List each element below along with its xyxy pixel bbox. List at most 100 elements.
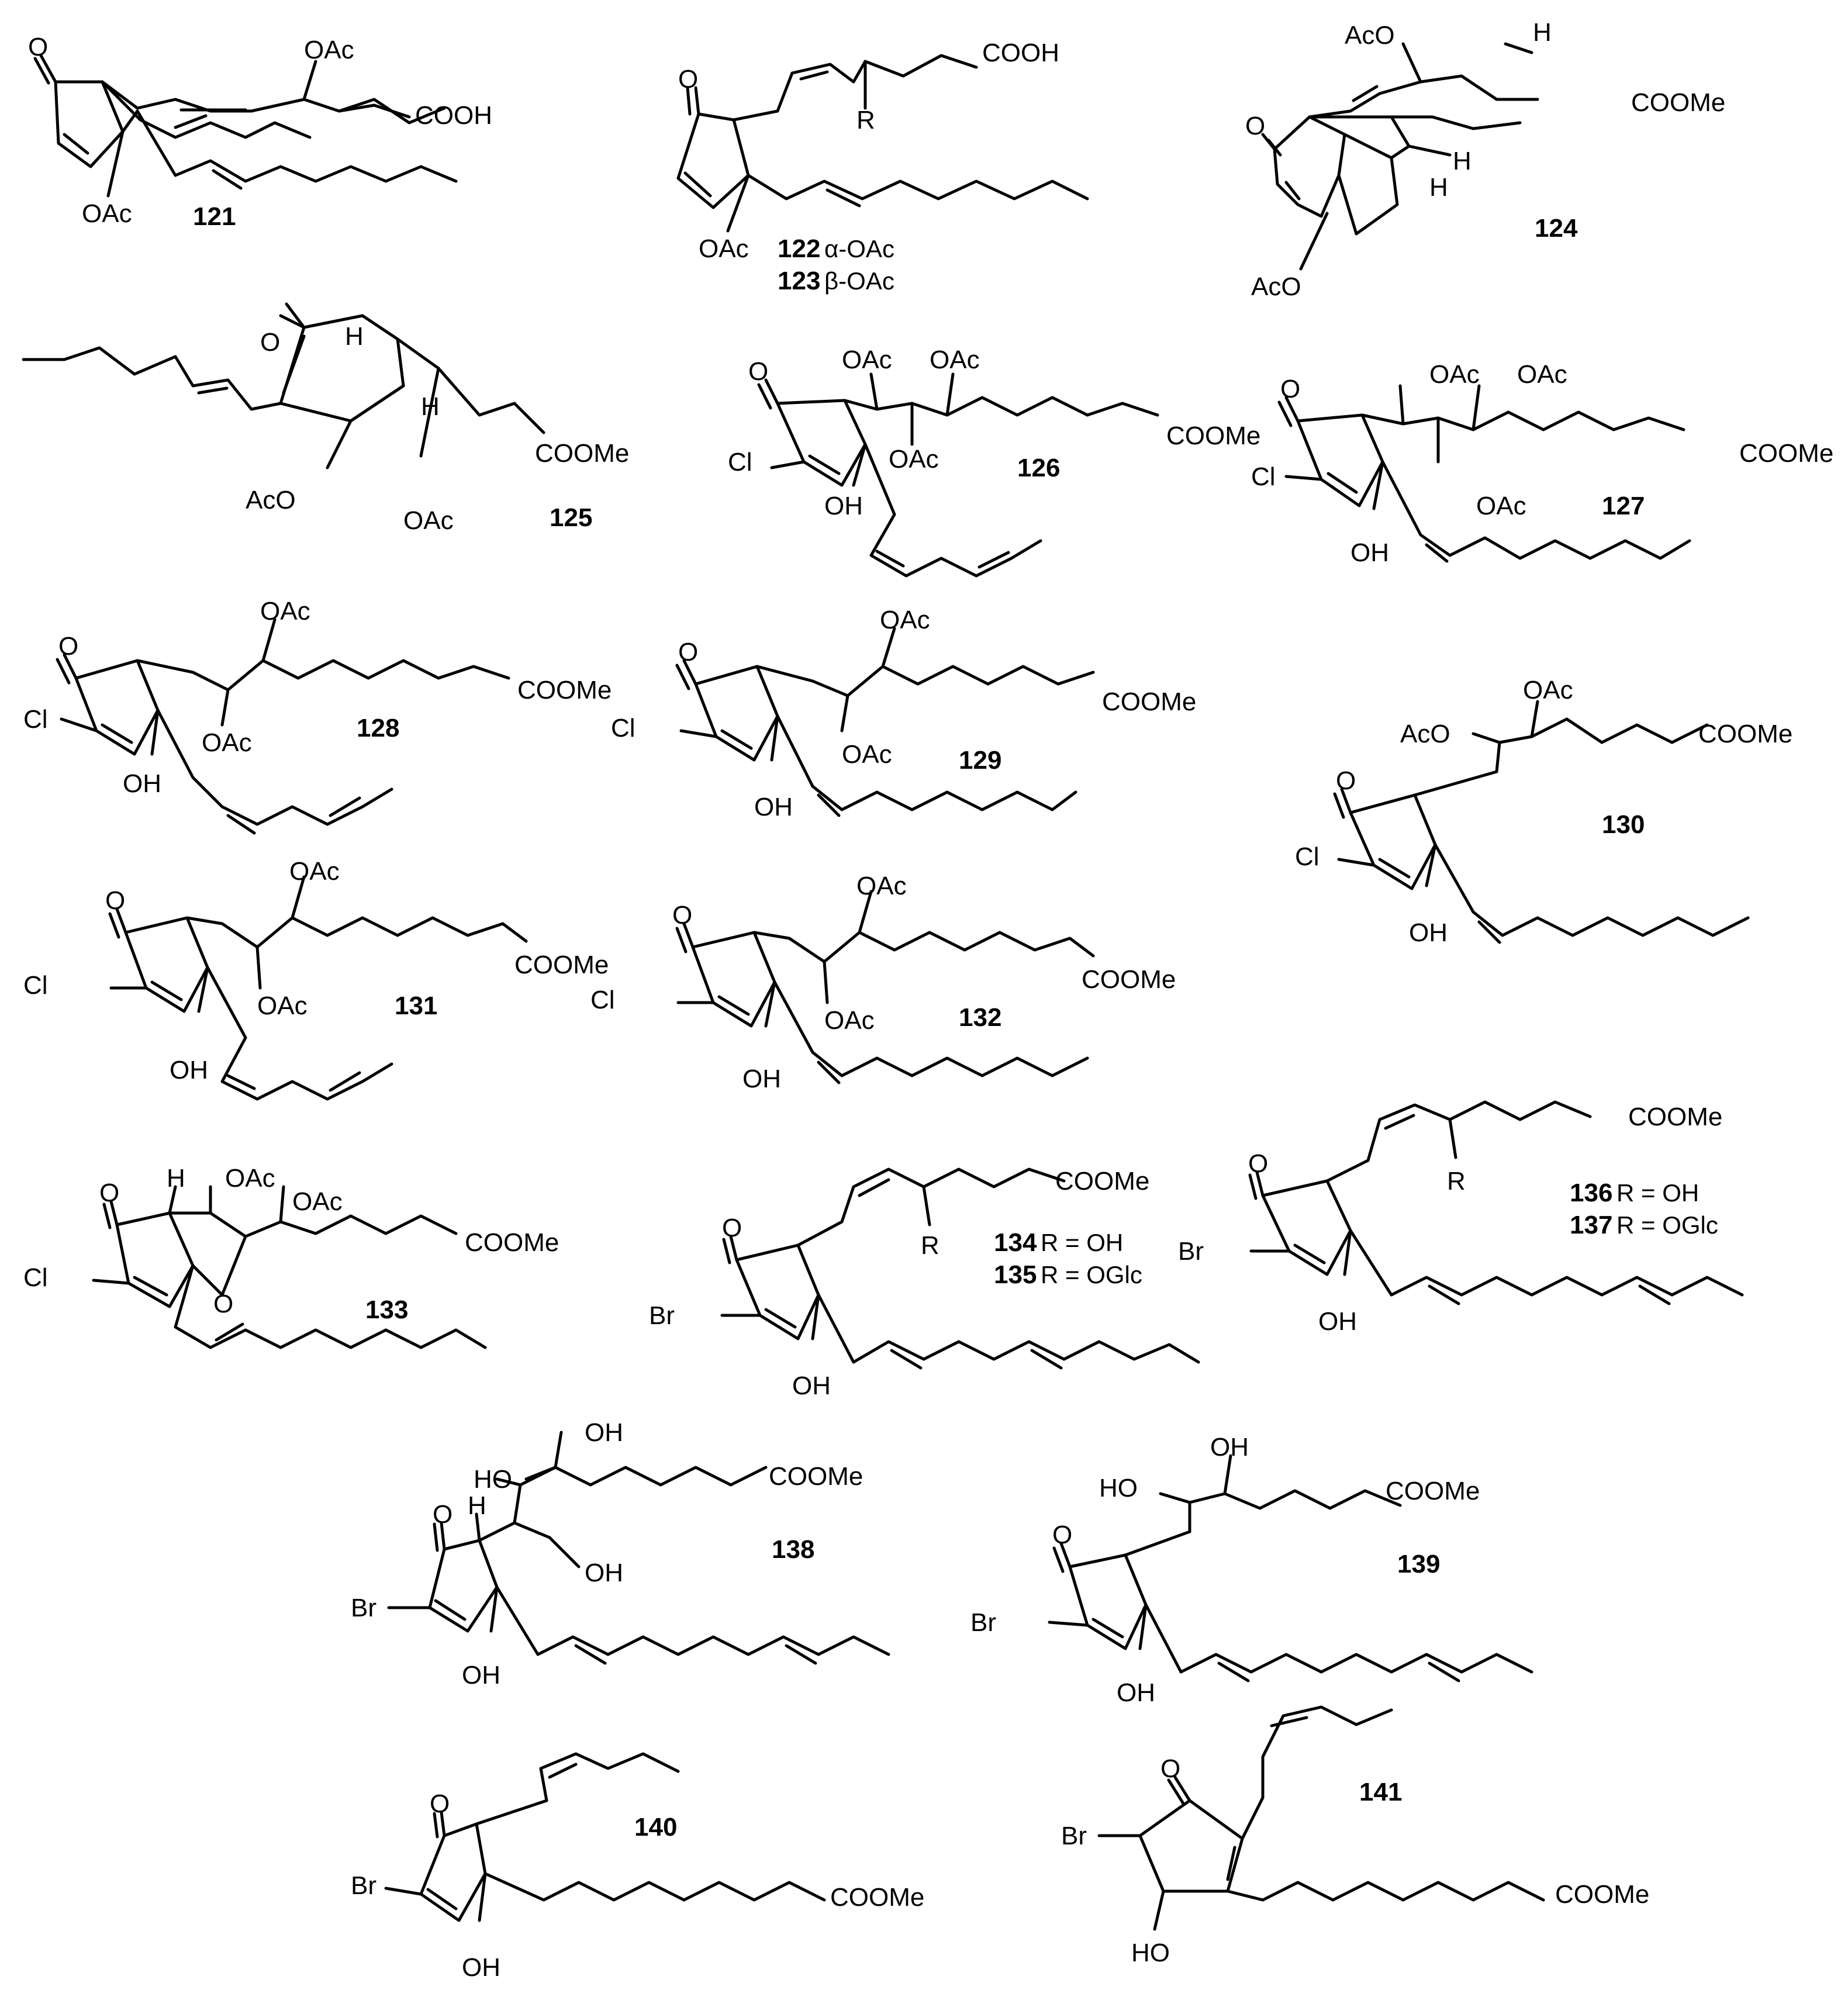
atom-coome: COOMe [769, 1462, 863, 1491]
atom-h: H [1429, 173, 1448, 202]
compound-132: O Cl OAc COOMe OAc 132 OH [590, 872, 1176, 1093]
atom-h: H [1533, 18, 1552, 47]
compound-124: O AcO H COOMe H H AcO 124 [1245, 18, 1725, 301]
compound-number: 132 [959, 1003, 1001, 1032]
compound-131: O Cl OAc COOMe OAc 131 OH [23, 857, 609, 1101]
compound-substituent: α-OAc [824, 235, 894, 262]
atom-bromine: Br [649, 1301, 675, 1330]
atom-ho: HO [1099, 1474, 1138, 1502]
atom-oh: OH [792, 1371, 831, 1400]
atom-coome: COOMe [1082, 965, 1176, 994]
compound-130: O Cl AcO OAc COOMe 130 OH [1295, 676, 1792, 947]
atom-oac: OAc [82, 199, 132, 228]
atom-oac: OAc [289, 857, 340, 886]
atom-oxygen: O [433, 1500, 452, 1529]
atom-coome: COOMe [1102, 687, 1196, 716]
atom-chlorine: Cl [590, 986, 615, 1014]
atom-oxygen: O [105, 886, 125, 915]
compound-136-137: O COOMe R 136 R = OH 137 R = OGlc Br OH [1178, 1100, 1744, 1336]
atom-h: H [421, 392, 440, 421]
atom-oxygen: O [678, 638, 698, 666]
atom-chlorine: Cl [23, 971, 48, 1000]
atom-oxygen: O [1052, 1521, 1072, 1549]
atom-oh: OH [585, 1559, 623, 1587]
atom-r: R [921, 1231, 939, 1260]
atom-oxygen: O [1248, 1149, 1268, 1178]
atom-oh: OH [1318, 1307, 1357, 1336]
atom-oac: OAc [403, 506, 454, 535]
atom-oac: OAc [202, 728, 252, 757]
atom-coome: COOMe [1555, 1880, 1649, 1909]
atom-chlorine: Cl [23, 1263, 48, 1292]
atom-oxygen: O [1160, 1754, 1180, 1783]
atom-h: H [167, 1164, 185, 1193]
atom-oac: OAc [1429, 360, 1480, 389]
compound-number: 122 [778, 234, 820, 263]
atom-coome: COOMe [1055, 1167, 1149, 1196]
compound-substituent: R = OH [1616, 1179, 1699, 1207]
compound-139: O HO OH COOMe 139 Br OH [970, 1433, 1533, 1707]
compound-substituent: R = OGlc [1041, 1261, 1142, 1288]
atom-cooh: COOH [982, 39, 1059, 67]
compound-140: O 140 Br COOMe OH [351, 1752, 924, 1982]
compound-138: O H HO OH OH COOMe 138 Br OH [351, 1418, 890, 1690]
compound-number: 121 [193, 202, 236, 231]
atom-cooh: COOH [415, 101, 492, 130]
atom-oh: OH [462, 1953, 500, 1982]
atom-oh: OH [1117, 1678, 1155, 1707]
atom-aco: AcO [1251, 272, 1301, 301]
atom-oh: OH [824, 492, 863, 520]
atom-oh: OH [170, 1056, 208, 1084]
atom-oac: OAc [225, 1164, 275, 1193]
compound-134-135: O COOMe R 134 R = OH 135 R = OGlc Br OH [649, 1167, 1200, 1400]
compound-129: O Cl OAc COOMe OAc 129 OH [611, 606, 1196, 821]
compound-number: 125 [550, 503, 592, 532]
atom-oac: OAc [880, 606, 930, 634]
compound-number: 124 [1535, 214, 1578, 243]
atom-oxygen: O [722, 1214, 742, 1242]
atom-bromine: Br [351, 1594, 376, 1622]
atom-oxygen: O [58, 632, 78, 661]
atom-chlorine: Cl [23, 705, 48, 734]
atom-chlorine: Cl [728, 448, 752, 476]
atom-coome: COOMe [1386, 1477, 1480, 1505]
atom-coome: COOMe [535, 439, 629, 468]
compound-number: 126 [1017, 454, 1060, 482]
compound-127: O Cl OAc OAc COOMe OAc 127 OH [1251, 360, 1833, 567]
compound-number: 128 [357, 714, 399, 742]
compound-number: 130 [1602, 810, 1645, 839]
compound-number: 133 [365, 1295, 408, 1324]
compound-substituent: R = OH [1041, 1229, 1123, 1256]
compound-number: 141 [1359, 1778, 1402, 1806]
compound-125: O H H COOMe AcO OAc 125 [22, 302, 629, 535]
atom-chlorine: Cl [611, 714, 635, 742]
atom-oh: OH [462, 1661, 500, 1690]
atom-oac: OAc [930, 346, 980, 374]
atom-oh: OH [742, 1065, 781, 1093]
atom-oac: OAc [699, 234, 749, 263]
atom-coome: COOMe [1166, 422, 1260, 450]
atom-oxygen: O [260, 328, 280, 357]
atom-oxygen: O [1245, 112, 1265, 140]
atom-coome: COOMe [465, 1228, 559, 1257]
atom-bromine: Br [970, 1608, 996, 1637]
atom-chlorine: Cl [1251, 462, 1276, 491]
compound-number: 129 [959, 746, 1001, 775]
compound-substituent: R = OGlc [1616, 1211, 1718, 1239]
atom-oxygen: O [28, 33, 48, 61]
compound-substituent: β-OAc [824, 267, 894, 295]
compound-121: O OAc COOH OAc 121 [28, 33, 492, 231]
atom-bromine: Br [351, 1871, 376, 1900]
atom-oac: OAc [856, 872, 907, 900]
compound-number: 134 [994, 1228, 1037, 1257]
atom-oac: OAc [304, 36, 354, 64]
compound-number: 136 [1570, 1179, 1612, 1207]
atom-oxygen: O [99, 1179, 119, 1207]
atom-r: R [1447, 1167, 1466, 1196]
compound-number: 140 [634, 1813, 677, 1842]
atom-oh: OH [1409, 918, 1448, 947]
atom-oxygen: O [1280, 375, 1300, 403]
atom-chlorine: Cl [1295, 842, 1319, 871]
compound-number: 127 [1602, 492, 1645, 520]
compound-number: 135 [994, 1260, 1037, 1289]
